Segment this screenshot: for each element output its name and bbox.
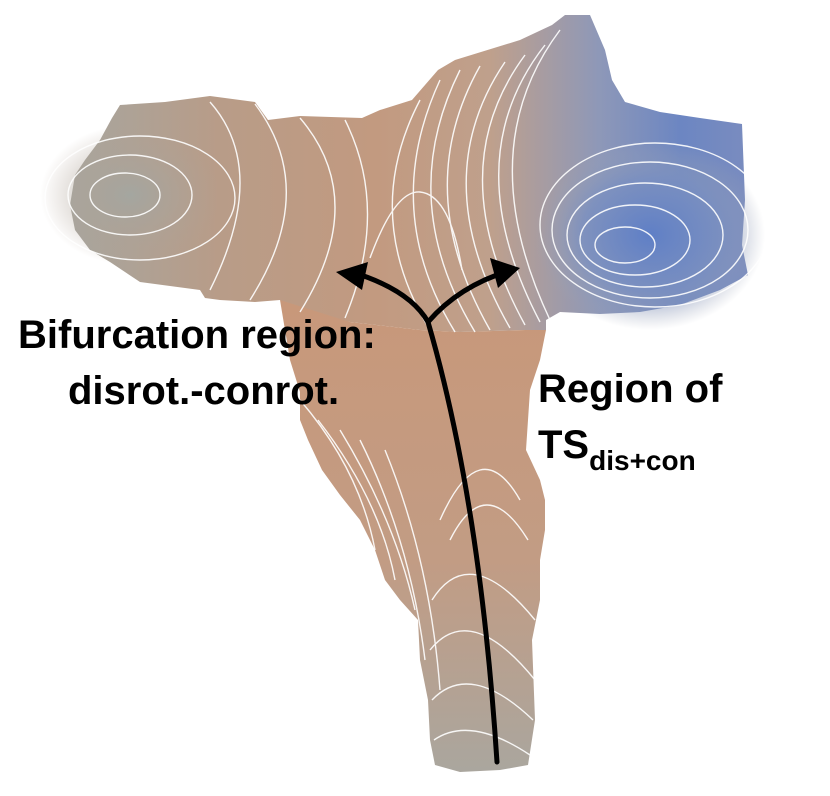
ts-main: TS: [538, 423, 589, 467]
main-path-line: [425, 319, 500, 765]
arrowhead-left-icon: [336, 262, 368, 290]
region-label-line1: Region of: [538, 367, 723, 411]
bifurcation-label-line1: Bifurcation region:: [18, 313, 376, 357]
grey-basin-left: [40, 125, 220, 265]
contour-lines: [44, 29, 771, 756]
region-label-ts: TSdis+con: [538, 423, 696, 476]
surface-stem: [280, 300, 546, 772]
bifurcation-label-line2: disrot.-conrot.: [68, 369, 339, 413]
ts-subscript: dis+con: [589, 445, 696, 476]
arrowhead-right-icon: [490, 258, 520, 288]
energy-surface: [40, 15, 771, 772]
